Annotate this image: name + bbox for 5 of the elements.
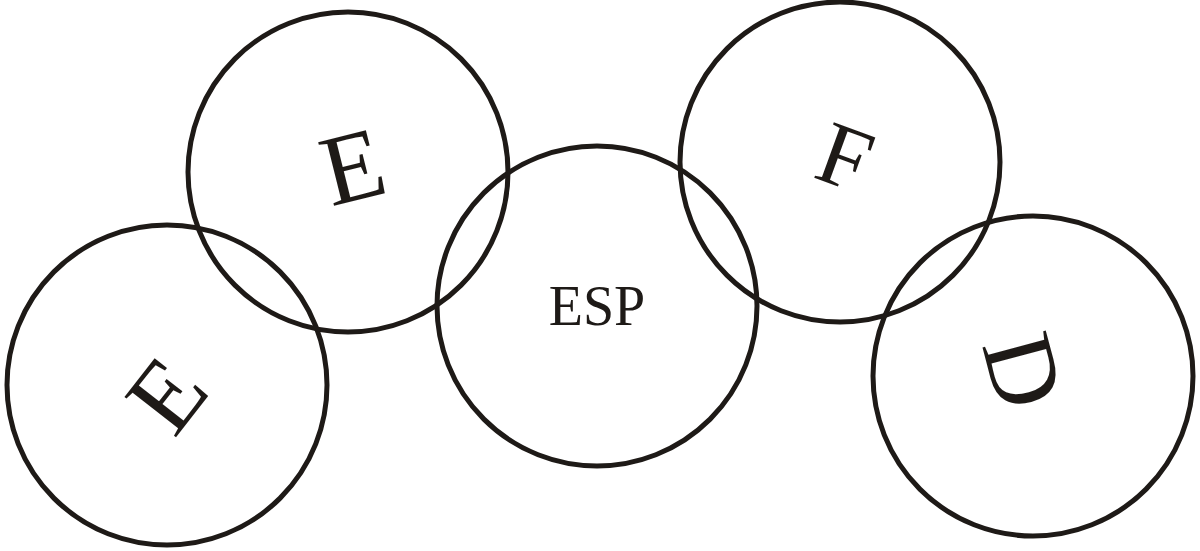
circle-label: F (806, 106, 884, 208)
circle-label: ESP (548, 278, 646, 334)
circle-label: E (311, 111, 395, 223)
circle-label: E (108, 340, 226, 450)
circle-label: D (965, 323, 1081, 419)
